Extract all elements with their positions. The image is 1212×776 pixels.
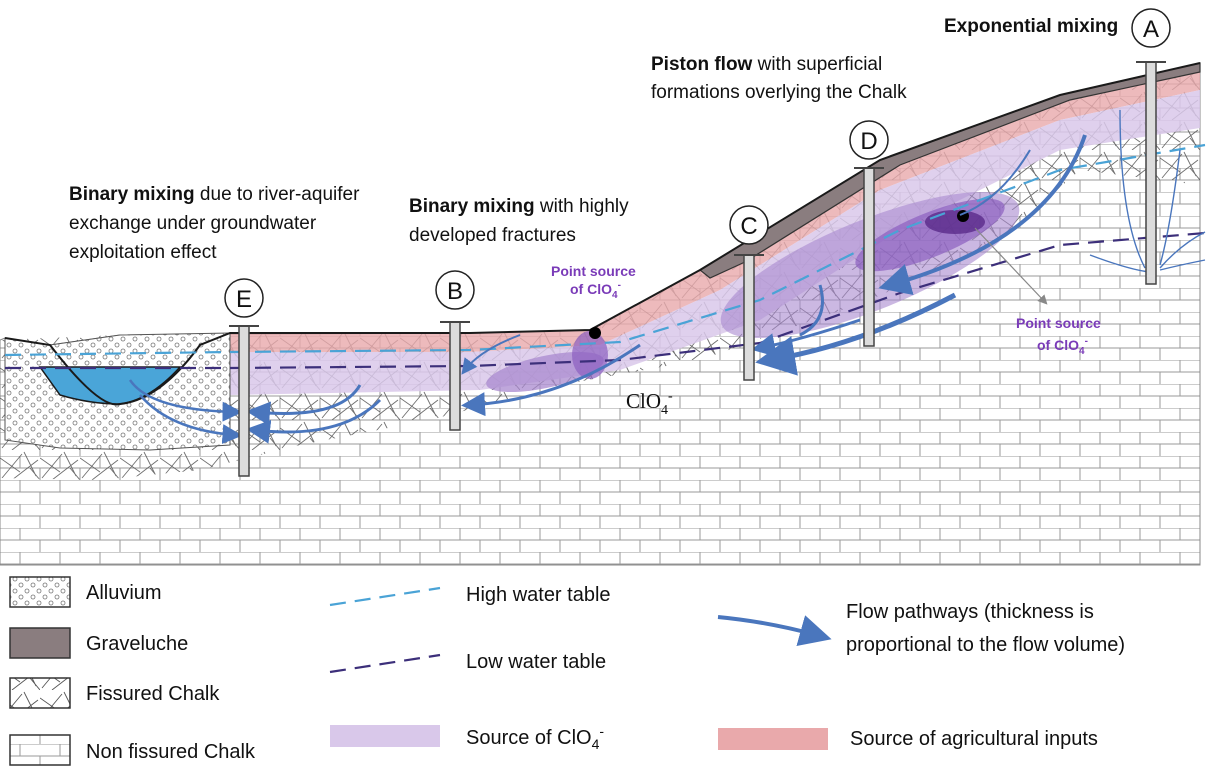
svg-text:E: E	[236, 286, 252, 313]
binary-river-label-line2: exchange under groundwater	[69, 213, 317, 234]
legend-swatch-agricultural-source	[718, 728, 828, 750]
legend-swatch-alluvium	[9, 576, 71, 608]
high-water-table-line	[4, 143, 1206, 357]
legend-swatch-non-fissured-chalk	[9, 734, 71, 766]
legend-graveluche: Graveluche	[86, 633, 188, 655]
binary-river-label: Binary mixing due to river-aquifer	[69, 184, 360, 205]
legend-flow-pathways-line2: proportional to the flow volume)	[846, 634, 1125, 656]
well-label-b: B	[435, 270, 475, 310]
well-e	[229, 325, 259, 477]
svg-text:A: A	[1143, 16, 1159, 43]
well-label-a: A	[1131, 8, 1171, 48]
legend: Alluvium Graveluche Fissured Chalk Non f…	[9, 576, 1125, 766]
legend-swatch-low-water-table	[329, 653, 441, 674]
svg-text:D: D	[860, 128, 877, 155]
legend-flow-pathways: Flow pathways (thickness is	[846, 601, 1094, 623]
exponential-mixing-label: Exponential mixing	[944, 16, 1118, 37]
binary-fractures-label-line2: developed fractures	[409, 225, 576, 246]
well-label-d: D	[849, 120, 889, 160]
legend-fissured-chalk: Fissured Chalk	[86, 683, 220, 705]
point-source-label-2-line2: of ClO4-	[1037, 336, 1088, 357]
clo4-source-band	[230, 90, 1200, 395]
legend-high-water-table: High water table	[466, 584, 611, 606]
legend-source-agricultural: Source of agricultural inputs	[850, 728, 1098, 750]
point-source-label-2: Point source	[1016, 315, 1101, 331]
point-source-label-1: Point source	[551, 263, 636, 279]
legend-swatch-fissured-chalk	[9, 677, 71, 709]
piston-flow-label-line2: formations overlying the Chalk	[651, 82, 907, 103]
svg-text:B: B	[447, 278, 463, 305]
binary-river-label-line3: exploitation effect	[69, 242, 217, 263]
well-label-e: E	[224, 278, 264, 318]
well-a	[1136, 61, 1166, 285]
legend-swatch-clo4-source	[330, 725, 440, 747]
binary-fractures-label: Binary mixing with highly	[409, 196, 629, 217]
legend-non-fissured-chalk: Non fissured Chalk	[86, 741, 256, 763]
well-label-c: C	[729, 205, 769, 245]
well-c	[734, 254, 764, 381]
legend-swatch-high-water-table	[329, 586, 441, 607]
piston-flow-label: Piston flow with superficial	[651, 54, 882, 75]
well-d	[854, 167, 884, 347]
ground-surface-line	[4, 62, 1201, 406]
flow-pathways	[128, 109, 1206, 445]
legend-alluvium: Alluvium	[86, 582, 162, 604]
legend-source-clo4: Source of ClO4-	[466, 723, 604, 752]
legend-low-water-table: Low water table	[466, 651, 606, 673]
clo4-label: ClO4-	[626, 389, 673, 418]
point-source-label-1-line2: of ClO4-	[570, 280, 621, 301]
svg-text:C: C	[740, 213, 757, 240]
well-b	[440, 321, 470, 431]
point-source-dot-1	[589, 327, 601, 339]
low-water-table-line	[5, 231, 1206, 370]
legend-swatch-graveluche	[9, 627, 71, 659]
legend-swatch-flow-pathway	[717, 615, 832, 647]
